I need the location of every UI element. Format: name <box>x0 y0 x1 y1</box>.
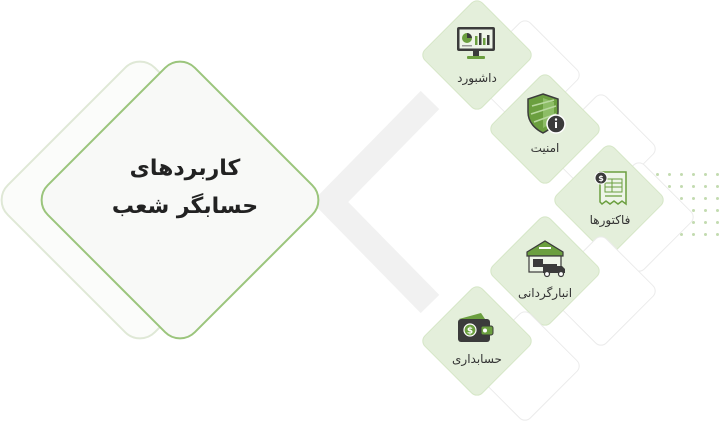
dot <box>692 233 695 236</box>
dot <box>704 197 707 200</box>
security-label: امنیت <box>530 141 560 155</box>
dot <box>680 233 683 236</box>
dot <box>704 185 707 188</box>
dot <box>716 185 719 188</box>
monitor-dashboard-icon <box>457 27 495 59</box>
dot <box>704 221 707 224</box>
svg-text:$: $ <box>467 327 473 337</box>
warehouse-truck-icon <box>526 240 565 278</box>
dot <box>680 173 683 176</box>
dot <box>704 209 707 212</box>
dot <box>716 221 719 224</box>
dot <box>680 185 683 188</box>
inventory-label: انبارگردانی <box>517 286 573 300</box>
dot <box>692 197 695 200</box>
shield-info-icon <box>527 93 566 134</box>
dot <box>668 185 671 188</box>
dot <box>668 173 671 176</box>
arrow-background <box>311 90 440 314</box>
dot <box>692 221 695 224</box>
dot <box>716 197 719 200</box>
dot <box>680 197 683 200</box>
dot <box>692 185 695 188</box>
svg-text:$: $ <box>598 174 604 183</box>
dot <box>656 173 659 176</box>
center-title-line2: حسابگر شعب <box>111 194 259 219</box>
invoices-label: فاکتورها <box>589 213 631 227</box>
dot <box>704 173 707 176</box>
center-title: کاربردهای حسابگر شعب <box>60 150 310 226</box>
dot <box>704 233 707 236</box>
dot <box>716 173 719 176</box>
dashboard-label: داشبورد <box>457 71 497 85</box>
dot <box>692 209 695 212</box>
invoice-icon: $ <box>594 171 627 206</box>
dot <box>716 233 719 236</box>
center-title-line1: کاربردهای <box>129 156 241 181</box>
wallet-coin-icon: $ <box>458 313 494 342</box>
dot <box>692 173 695 176</box>
dot <box>716 209 719 212</box>
accounting-label: حسابداری <box>452 352 502 366</box>
